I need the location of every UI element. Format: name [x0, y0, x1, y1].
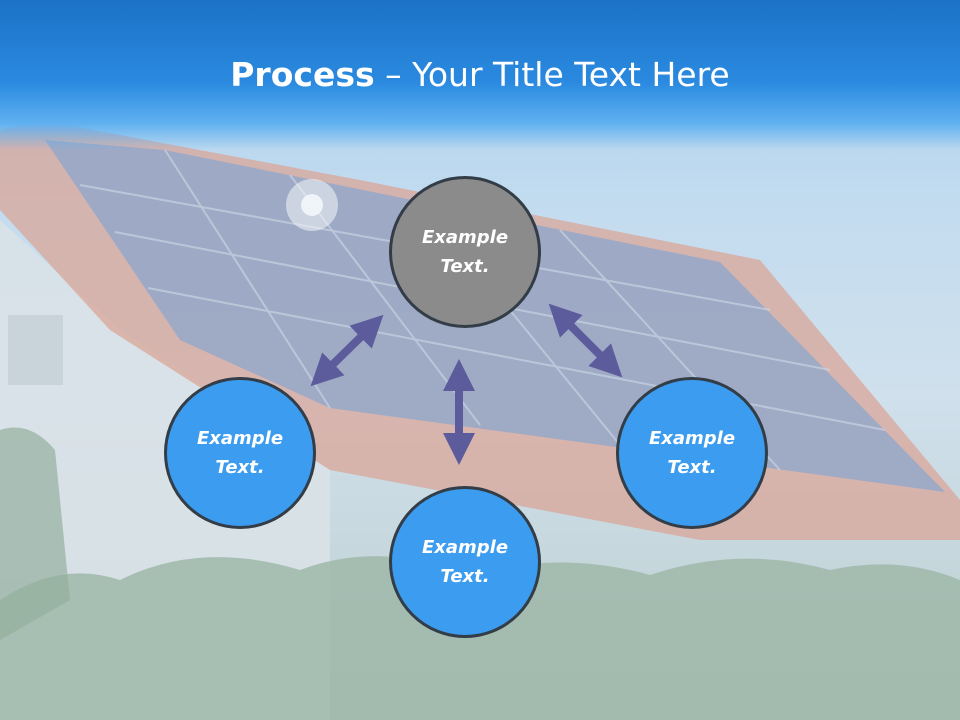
process-node-left-text: Example Text.	[196, 428, 284, 478]
title-bold: Process	[230, 55, 375, 94]
title-rest: – Your Title Text Here	[374, 55, 730, 94]
process-node-right-text: Example Text.	[648, 428, 736, 478]
process-node-top-text: Example Text.	[421, 227, 509, 277]
left-top-arrow	[310, 314, 384, 387]
process-node-top[interactable]: Example Text.	[389, 176, 541, 328]
slide-title: Process – Your Title Text Here	[0, 52, 960, 98]
process-node-bottom[interactable]: Example Text.	[389, 486, 541, 638]
process-node-bottom-text: Example Text.	[421, 537, 509, 587]
process-node-left[interactable]: Example Text.	[164, 377, 316, 529]
process-node-right[interactable]: Example Text.	[616, 377, 768, 529]
top-right-arrow	[548, 303, 623, 378]
title-bar: Process – Your Title Text Here	[0, 0, 960, 150]
